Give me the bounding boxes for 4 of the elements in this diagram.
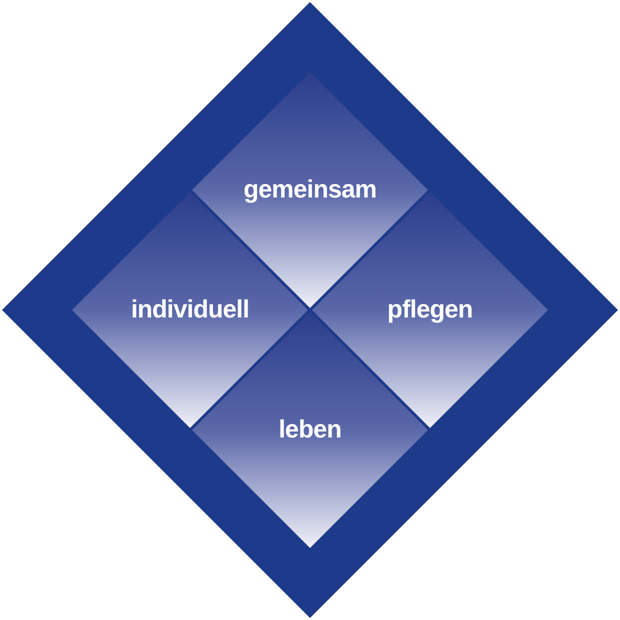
tile-label: gemeinsam <box>243 176 377 204</box>
tile-label: pflegen <box>387 296 473 324</box>
tile-label: individuell <box>130 296 250 324</box>
tile-label: leben <box>278 416 342 444</box>
